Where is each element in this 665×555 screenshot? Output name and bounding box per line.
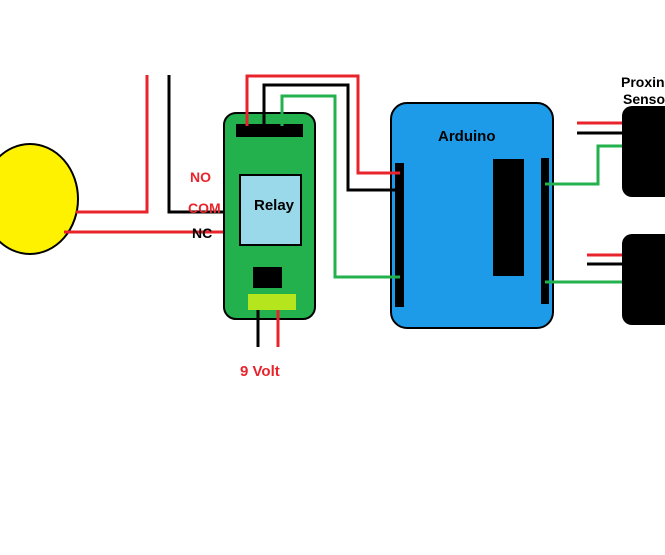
label-arduino: Arduino [438, 128, 496, 145]
arduino-left-header [395, 163, 404, 307]
relay-header-pins [236, 124, 303, 137]
arduino-chip [493, 159, 524, 276]
label-proximity-line2: Senso [623, 91, 665, 107]
lamp-bulb [0, 143, 79, 255]
wire-relay-arduino-green [280, 94, 400, 279]
label-com: COM [188, 200, 221, 216]
wire-bulb-red-upper [76, 75, 149, 214]
label-relay: Relay [254, 197, 295, 214]
wire-relay-arduino-black [262, 83, 400, 192]
proximity-sensor-2 [622, 234, 665, 325]
relay-coil-box [239, 174, 302, 246]
wire-sensor1-green [545, 144, 622, 186]
relay-power-terminal [248, 294, 296, 310]
wire-relay-arduino-red [245, 74, 400, 175]
label-proximity-line1: Proxin [621, 74, 665, 90]
wire-black-com [167, 75, 240, 214]
relay-chip [253, 267, 282, 288]
arduino-right-header [541, 158, 549, 304]
label-no: NO [190, 169, 211, 185]
label-nc: NC [192, 225, 212, 241]
label-9-volt: 9 Volt [240, 363, 280, 380]
proximity-sensor-1 [622, 106, 665, 197]
